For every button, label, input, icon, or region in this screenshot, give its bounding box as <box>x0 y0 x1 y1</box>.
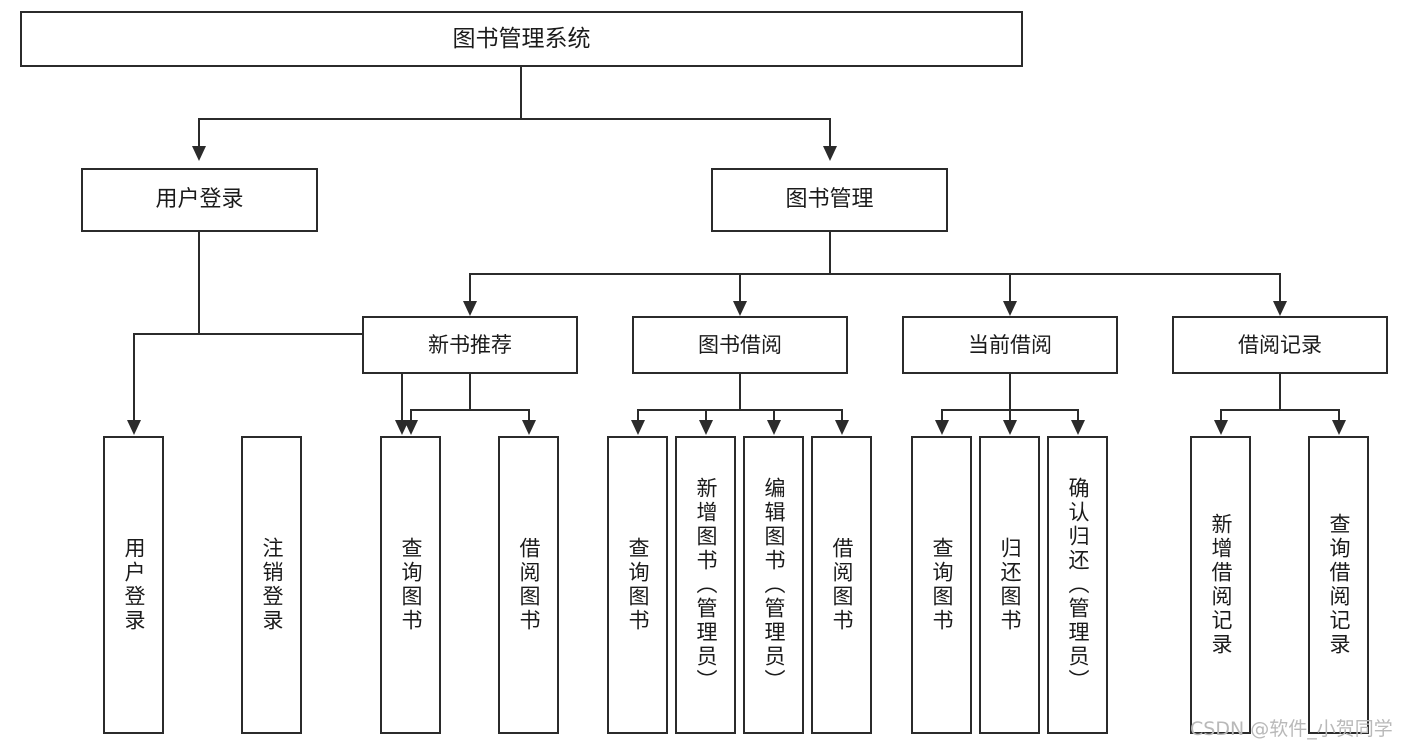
leaf-label: 注销登录 <box>260 537 284 633</box>
arrow-to-new-book <box>463 301 477 316</box>
connector-book-borrow-stem <box>739 374 741 410</box>
connector-user-login-bus <box>133 333 403 335</box>
connector-level3-bus <box>469 273 1280 275</box>
connector-root-to-user-login <box>198 118 200 146</box>
leaf-label: 借阅图书 <box>517 537 541 633</box>
connector-user-login-stem <box>198 232 200 334</box>
leaf-logout[interactable]: 注销登录 <box>241 436 302 734</box>
connector-book-borrow-leaf2 <box>705 409 707 421</box>
connector-new-book-leaf2 <box>528 409 530 421</box>
leaf-label: 用户登录 <box>122 537 146 633</box>
node-label: 当前借阅 <box>968 332 1052 357</box>
connector-book-management-stem <box>829 232 831 274</box>
leaf-query-book-new-recommend[interactable]: 查询图书 <box>380 436 441 734</box>
arrow-to-book-management <box>823 146 837 161</box>
arrow-to-current-borrow <box>1003 301 1017 316</box>
arrow-to-user-login <box>192 146 206 161</box>
connector-to-borrow-record <box>1279 273 1281 301</box>
arrow-to-leaf-query-record <box>1332 420 1346 435</box>
node-label: 图书管理 <box>785 187 874 213</box>
connector-borrow-record-leaf1 <box>1220 409 1222 421</box>
leaf-label: 新增借阅记录 <box>1209 513 1233 657</box>
connector-borrow-record-bus <box>1220 409 1340 411</box>
leaf-user-login[interactable]: 用户登录 <box>103 436 164 734</box>
leaf-edit-book-admin[interactable]: 编辑图书（管理员） <box>743 436 804 734</box>
connector-user-login-leaf1 <box>133 333 135 421</box>
node-root-book-management-system[interactable]: 图书管理系统 <box>20 11 1023 67</box>
leaf-label: 查询借阅记录 <box>1327 513 1351 657</box>
connector-borrow-record-stem <box>1279 374 1281 410</box>
connector-root-stem <box>520 67 522 119</box>
connector-to-book-borrow <box>739 273 741 301</box>
arrow-to-leaf-query-book-nb <box>404 420 418 435</box>
node-borrowing-record[interactable]: 借阅记录 <box>1172 316 1388 374</box>
connector-book-borrow-leaf1 <box>637 409 639 421</box>
node-label: 用户登录 <box>155 187 244 213</box>
connector-current-borrow-stem <box>1009 374 1011 410</box>
arrow-to-leaf-return-book <box>1003 420 1017 435</box>
connector-root-bus <box>198 118 830 120</box>
connector-new-book-leaf1 <box>410 409 412 421</box>
connector-borrow-record-leaf2 <box>1338 409 1340 421</box>
leaf-label: 确认归还（管理员） <box>1066 477 1090 693</box>
node-current-borrowing[interactable]: 当前借阅 <box>902 316 1118 374</box>
leaf-label: 借阅图书 <box>830 537 854 633</box>
arrow-to-book-borrow <box>733 301 747 316</box>
connector-book-borrow-leaf4 <box>841 409 843 421</box>
leaf-label: 查询图书 <box>930 537 954 633</box>
leaf-add-borrow-record[interactable]: 新增借阅记录 <box>1190 436 1251 734</box>
leaf-label: 查询图书 <box>626 537 650 633</box>
leaf-label: 编辑图书（管理员） <box>762 477 786 693</box>
leaf-borrow-book-new-recommend[interactable]: 借阅图书 <box>498 436 559 734</box>
arrow-to-leaf-add-record <box>1214 420 1228 435</box>
node-label: 新书推荐 <box>428 332 512 357</box>
leaf-label: 归还图书 <box>998 537 1022 633</box>
leaf-label: 查询图书 <box>399 537 423 633</box>
arrow-to-borrow-record <box>1273 301 1287 316</box>
leaf-query-book-current[interactable]: 查询图书 <box>911 436 972 734</box>
connector-book-borrow-leaf3 <box>773 409 775 421</box>
arrow-to-leaf-confirm-return <box>1071 420 1085 435</box>
connector-current-borrow-leaf2 <box>1009 409 1011 421</box>
leaf-borrow-book-borrowing[interactable]: 借阅图书 <box>811 436 872 734</box>
arrow-to-leaf-borrow-book-bb <box>835 420 849 435</box>
leaf-label: 新增图书（管理员） <box>694 477 718 693</box>
node-user-login[interactable]: 用户登录 <box>81 168 318 232</box>
arrow-to-leaf-user-login <box>127 420 141 435</box>
leaf-query-borrow-record[interactable]: 查询借阅记录 <box>1308 436 1369 734</box>
leaf-query-book-borrowing[interactable]: 查询图书 <box>607 436 668 734</box>
connector-current-borrow-leaf1 <box>941 409 943 421</box>
connector-to-new-book <box>469 273 471 301</box>
csdn-watermark: CSDN @软件_小贺同学 <box>1190 718 1393 740</box>
node-label: 图书借阅 <box>698 332 782 357</box>
arrow-to-leaf-query-book-cb <box>935 420 949 435</box>
node-label: 图书管理系统 <box>452 25 591 52</box>
node-new-book-recommendation[interactable]: 新书推荐 <box>362 316 578 374</box>
leaf-add-book-admin[interactable]: 新增图书（管理员） <box>675 436 736 734</box>
arrow-to-leaf-borrow-book-nb <box>522 420 536 435</box>
leaf-return-book[interactable]: 归还图书 <box>979 436 1040 734</box>
node-book-borrowing[interactable]: 图书借阅 <box>632 316 848 374</box>
node-book-management[interactable]: 图书管理 <box>711 168 948 232</box>
connector-to-current-borrow <box>1009 273 1011 301</box>
connector-root-to-book-management <box>829 118 831 146</box>
connector-new-book-bus <box>410 409 530 411</box>
connector-user-login-leaf2 <box>401 333 403 421</box>
connector-current-borrow-leaf3 <box>1077 409 1079 421</box>
connector-book-borrow-bus <box>637 409 843 411</box>
connector-new-book-stem <box>469 374 471 410</box>
arrow-to-leaf-query-book-bb <box>631 420 645 435</box>
leaf-confirm-return-admin[interactable]: 确认归还（管理员） <box>1047 436 1108 734</box>
arrow-to-leaf-edit-book <box>767 420 781 435</box>
arrow-to-leaf-add-book <box>699 420 713 435</box>
node-label: 借阅记录 <box>1238 332 1322 357</box>
